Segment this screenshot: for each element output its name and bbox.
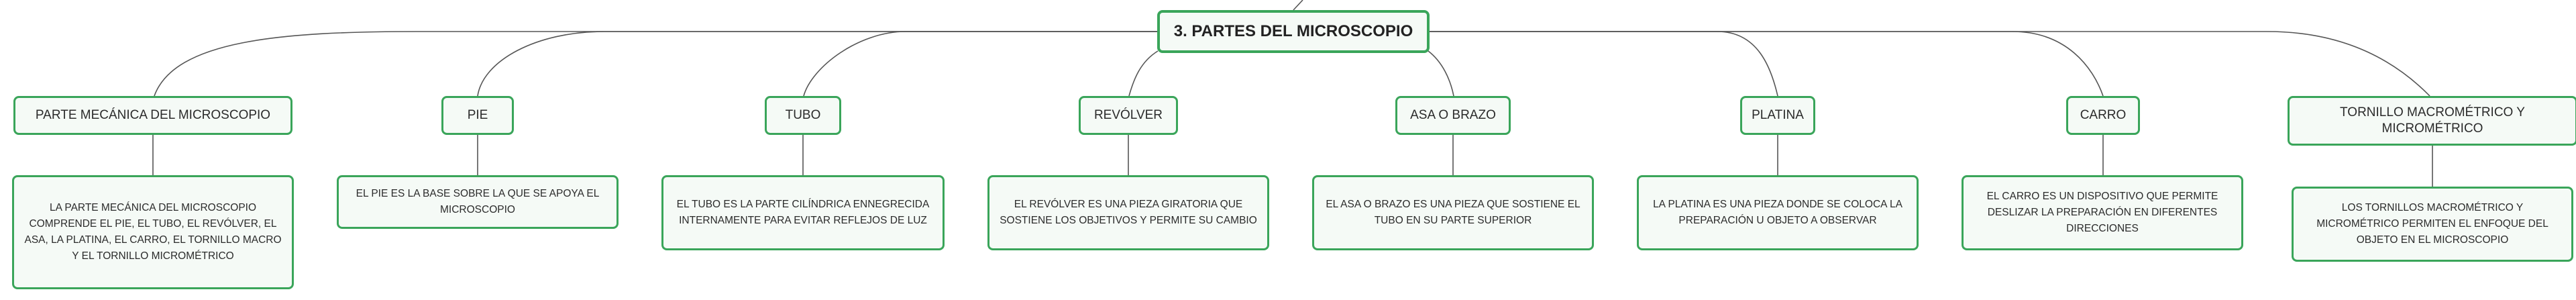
desc-tornillo[interactable]: LOS TORNILLOS MACROMÉTRICO Y MICROMÉTRIC… bbox=[2292, 187, 2573, 262]
desc-asa-o-brazo[interactable]: EL ASA O BRAZO ES UNA PIEZA QUE SOSTIENE… bbox=[1312, 175, 1594, 250]
connector-root-to-tubo bbox=[803, 31, 1158, 97]
connector-root-to-carro bbox=[1428, 31, 2104, 97]
node-parte-mecanica[interactable]: PARTE MECÁNICA DEL MICROSCOPIO bbox=[13, 96, 292, 135]
node-asa-o-brazo[interactable]: ASA O BRAZO bbox=[1395, 96, 1511, 135]
connector-to-parent bbox=[1293, 0, 1303, 11]
connector-root-to-asa bbox=[1428, 50, 1454, 97]
connector-root-to-parte-mecanica bbox=[154, 31, 1158, 97]
connector-root-to-tornillo bbox=[1428, 31, 2430, 97]
connector-root-to-platina bbox=[1428, 31, 1778, 97]
node-pie[interactable]: PIE bbox=[441, 96, 514, 135]
node-revolver[interactable]: REVÓLVER bbox=[1079, 96, 1178, 135]
desc-revolver[interactable]: EL REVÓLVER ES UNA PIEZA GIRATORIA QUE S… bbox=[987, 175, 1269, 250]
node-platina[interactable]: PLATINA bbox=[1740, 96, 1815, 135]
connector-root-to-pie bbox=[477, 31, 1158, 97]
desc-pie[interactable]: EL PIE ES LA BASE SOBRE LA QUE SE APOYA … bbox=[337, 175, 619, 229]
desc-carro[interactable]: EL CARRO ES UN DISPOSITIVO QUE PERMITE D… bbox=[1962, 175, 2243, 250]
connector-root-to-revolver bbox=[1128, 50, 1159, 97]
desc-parte-mecanica[interactable]: LA PARTE MECÁNICA DEL MICROSCOPIO COMPRE… bbox=[12, 175, 294, 289]
node-tubo[interactable]: TUBO bbox=[765, 96, 841, 135]
node-tornillo[interactable]: TORNILLO MACROMÉTRICO Y MICROMÉTRICO bbox=[2288, 96, 2576, 146]
root-node[interactable]: 3. PARTES DEL MICROSCOPIO bbox=[1157, 10, 1430, 53]
desc-platina[interactable]: LA PLATINA ES UNA PIEZA DONDE SE COLOCA … bbox=[1637, 175, 1919, 250]
desc-tubo[interactable]: EL TUBO ES LA PARTE CILÍNDRICA ENNEGRECI… bbox=[661, 175, 945, 250]
node-carro[interactable]: CARRO bbox=[2066, 96, 2140, 135]
